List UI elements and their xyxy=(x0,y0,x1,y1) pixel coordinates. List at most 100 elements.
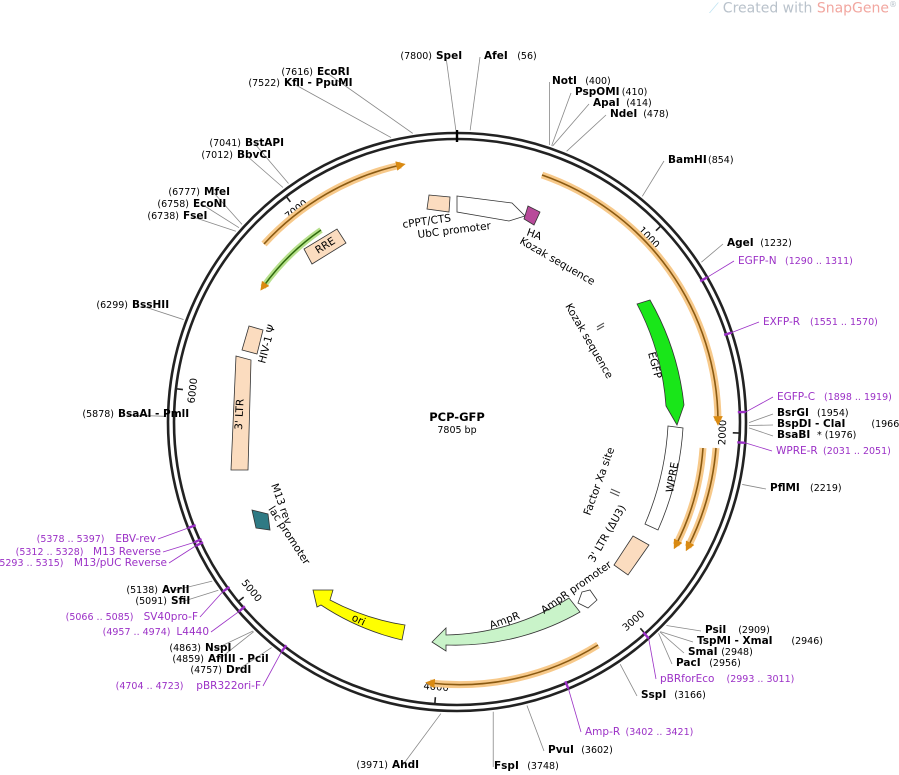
feature-kozak-1 xyxy=(596,322,605,328)
site-name: KflI - PpuMI xyxy=(284,77,353,89)
site-leader-line xyxy=(619,663,638,697)
feature-hiv1-psi xyxy=(241,325,264,355)
site-position: (4863) xyxy=(169,643,201,654)
site-position: (2909) xyxy=(738,625,770,636)
primer-mark xyxy=(280,644,288,653)
primer-mark xyxy=(737,441,746,445)
feature-ampr-promoter xyxy=(577,589,598,609)
site-name: AfeI xyxy=(484,50,508,62)
site-leader-line xyxy=(659,631,685,654)
site-label: AgeI(1232) xyxy=(727,237,792,249)
site-label: BamHI(854) xyxy=(668,154,734,166)
site-label: AflIII - PciI(4859) xyxy=(172,653,268,665)
primer-position: (2993 .. 3011) xyxy=(727,674,795,685)
site-name: NspI xyxy=(205,642,231,654)
primer-leader-line xyxy=(745,396,774,413)
plasmid-name: PCP-GFP xyxy=(429,410,485,424)
primer-label: pBR322ori-F(4704 .. 4723) xyxy=(116,680,261,692)
primer-leader-line xyxy=(168,545,197,564)
primer-position: (5378 .. 5397) xyxy=(37,534,105,545)
primer-name: EGFP-N xyxy=(738,255,777,267)
site-position: (3748) xyxy=(527,761,559,772)
site-name: PacI xyxy=(676,657,701,669)
feature-kozak-2 xyxy=(596,325,605,331)
site-position: (2219) xyxy=(810,483,842,494)
site-label: NspI (4863) xyxy=(169,642,231,654)
site-leader-line xyxy=(748,427,774,437)
site-label: EcoNI(6758) xyxy=(157,198,226,210)
feature-lac-m13 xyxy=(251,509,271,531)
feature-label-factor-xa: Factor Xa site xyxy=(582,446,618,517)
site-position: (414) xyxy=(626,98,652,109)
primer-leader-line xyxy=(262,651,282,687)
primer-position: (1551 .. 1570) xyxy=(810,317,878,328)
orange-feature-arrows xyxy=(260,161,723,689)
watermark-prefix: Created with xyxy=(722,0,817,17)
primer-label: WPRE-R (2031 .. 2051) xyxy=(776,445,891,457)
site-name: PflMI xyxy=(770,482,800,494)
site-position: (1954) xyxy=(817,408,849,419)
site-leader-line xyxy=(180,589,219,603)
primer-position: (1898 .. 1919) xyxy=(824,392,892,403)
primer-leader-line xyxy=(648,638,657,680)
site-label: DrdI (4757) xyxy=(190,664,251,676)
site-label: BspDI - ClaI(1966) xyxy=(777,418,899,430)
tick-label: 2000 xyxy=(717,420,729,446)
watermark-suffix: ® xyxy=(889,0,897,9)
site-position: (4757) xyxy=(190,665,222,676)
primer-label: EXFP-R(1551 .. 1570) xyxy=(763,316,878,328)
site-position: (3166) xyxy=(674,690,706,701)
site-leader-lines xyxy=(127,56,774,767)
site-position: (6299) xyxy=(96,300,128,311)
site-label: BsaBI* (1976) xyxy=(777,429,856,441)
site-position: (7522) xyxy=(248,78,280,89)
primer-leader-line xyxy=(157,527,189,540)
primer-leader-line xyxy=(568,688,582,733)
site-position: (7800) xyxy=(400,51,432,62)
site-label: BbvCI(7012) xyxy=(201,149,271,161)
site-label: AhdI(3971) xyxy=(356,759,419,771)
tick-label: 5000 xyxy=(239,578,264,605)
site-name: SspI xyxy=(641,689,666,701)
watermark: ⟋Created with SnapGene® xyxy=(709,0,897,17)
primer-leader-line xyxy=(706,260,735,278)
tick-mark xyxy=(655,225,662,232)
feature-ubc-promoter xyxy=(456,195,526,222)
primer-position: (1290 .. 1311) xyxy=(785,256,853,267)
site-leader-line xyxy=(254,143,289,184)
site-label: TspMI - XmaI(2946) xyxy=(697,635,823,647)
site-leader-line xyxy=(246,155,284,188)
site-name: DrdI xyxy=(226,664,251,676)
tick-mark xyxy=(434,697,437,705)
primer-label: EGFP-N (1290 .. 1311) xyxy=(738,255,853,267)
site-name: MfeI xyxy=(204,186,230,198)
orange-arrow-bottom-core xyxy=(425,644,599,689)
feature-label-3ltr: 3' LTR xyxy=(233,399,247,431)
site-name: AgeI xyxy=(727,237,754,249)
primer-position: (5312 .. 5328) xyxy=(16,547,84,558)
site-name: EcoRI xyxy=(317,66,350,78)
primer-leader-line xyxy=(210,611,240,633)
feature-label-kozak-2: Kozak sequence xyxy=(562,302,615,381)
site-leader-line xyxy=(660,631,694,643)
primer-leader-line xyxy=(162,542,195,553)
site-position: (2956) xyxy=(709,658,741,669)
primer-mark xyxy=(699,276,708,283)
site-position: (6758) xyxy=(157,199,189,210)
primer-mark xyxy=(564,680,570,690)
feature-factor-xa-1 xyxy=(610,488,621,494)
primer-name: EGFP-C xyxy=(777,391,815,403)
feature-wpre xyxy=(644,425,684,531)
feature-label-wpre: WPRE xyxy=(664,461,681,493)
primer-position: (2031 .. 2051) xyxy=(823,446,891,457)
site-leader-line xyxy=(235,647,272,672)
site-name: TspMI - XmaI xyxy=(697,635,773,647)
site-position: (4859) xyxy=(172,654,204,665)
primer-leader-line xyxy=(199,591,224,618)
site-label: EcoRI(7616) xyxy=(281,66,349,78)
site-leader-line xyxy=(213,192,243,225)
plasmid-length: 7805 bp xyxy=(437,425,476,436)
primer-name: WPRE-R xyxy=(776,445,818,457)
primer-position: (3402 .. 3421) xyxy=(626,727,694,738)
primer-mark xyxy=(195,541,204,547)
